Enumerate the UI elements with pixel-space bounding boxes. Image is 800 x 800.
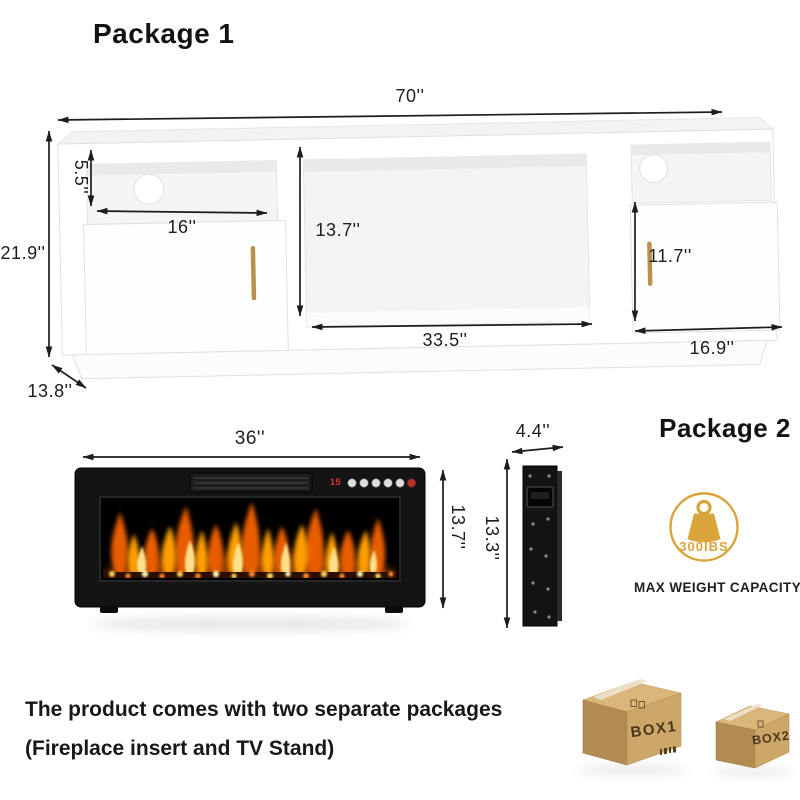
- control-button-icon: [347, 478, 357, 488]
- left-door-handle: [250, 246, 257, 301]
- arrow-right-width: [634, 323, 783, 335]
- control-button-icon: [371, 478, 381, 488]
- dimension-arrows: [45, 108, 783, 629]
- fireplace-front-view: [74, 467, 426, 631]
- control-button-icon: [395, 478, 405, 488]
- badge-ring: [669, 492, 739, 562]
- package1-title: Package 1: [93, 18, 235, 49]
- carton-box-1: [577, 679, 687, 776]
- dim-right-width: 16.9'': [689, 338, 735, 358]
- arrow-depth: [51, 364, 87, 389]
- dim-total-height: 21.9'': [0, 243, 46, 263]
- arrow-total-width: [57, 108, 723, 124]
- dim-side-height: 13.3'': [482, 515, 502, 561]
- dim-depth: 13.8'': [27, 381, 73, 401]
- dim-side-depth: 4.4'': [515, 421, 551, 441]
- dim-fireplace-height: 13.7'': [448, 504, 468, 550]
- badge-caption: MAX WEIGHT CAPACITY: [634, 580, 800, 595]
- dim-shelf-width: 16'': [167, 217, 197, 237]
- control-buttons: [347, 478, 416, 488]
- max-weight-badge: [669, 492, 739, 562]
- power-button-icon: [406, 478, 416, 488]
- tv-stand-drawing: [56, 116, 781, 380]
- dim-open-height: 13.7'': [315, 220, 361, 240]
- fireplace-foot: [385, 606, 403, 613]
- weight-icon: [687, 499, 721, 543]
- left-cabinet-door: [83, 219, 289, 356]
- vent-grille-icon: [189, 472, 313, 493]
- cable-hole-icon: [133, 173, 165, 205]
- footer-line-2: (Fireplace insert and TV Stand): [25, 737, 335, 760]
- tape-stripe: [724, 704, 763, 721]
- control-button-icon: [383, 478, 393, 488]
- dim-fireplace-width: 36'': [234, 428, 266, 449]
- control-button-icon: [359, 478, 369, 488]
- fireplace-temp-display: 15: [330, 477, 342, 487]
- cable-hole-icon: [639, 154, 669, 184]
- dim-shelf-height: 5.5'': [71, 159, 91, 195]
- badge-weight-label: 300IBS: [679, 539, 729, 554]
- ember-bed: [109, 570, 394, 578]
- fireplace-side-view: [522, 465, 562, 627]
- right-door-handle: [647, 241, 653, 286]
- flame-window: [103, 502, 397, 578]
- dim-door-height: 11.7'': [648, 246, 692, 266]
- flames-inner: [136, 540, 377, 578]
- footer-line-1: The product comes with two separate pack…: [25, 698, 503, 721]
- arrow-side-depth: [511, 444, 564, 455]
- arrow-shelf-width: [96, 207, 268, 217]
- arrow-open-width: [311, 320, 593, 331]
- print-marks: [757, 720, 764, 728]
- dim-open-width: 33.5'': [422, 330, 468, 350]
- flames-mid: [127, 522, 371, 578]
- package2-title: Package 2: [659, 413, 791, 443]
- carton-box-2: [713, 704, 793, 777]
- print-marks: [630, 699, 645, 709]
- fireplace-foot: [100, 606, 118, 613]
- screws: [528, 474, 551, 619]
- barcode-mark: [660, 746, 676, 755]
- tape-stripe: [593, 679, 648, 700]
- dim-total-width: 70'': [395, 86, 425, 106]
- right-cabinet-door: [629, 201, 781, 334]
